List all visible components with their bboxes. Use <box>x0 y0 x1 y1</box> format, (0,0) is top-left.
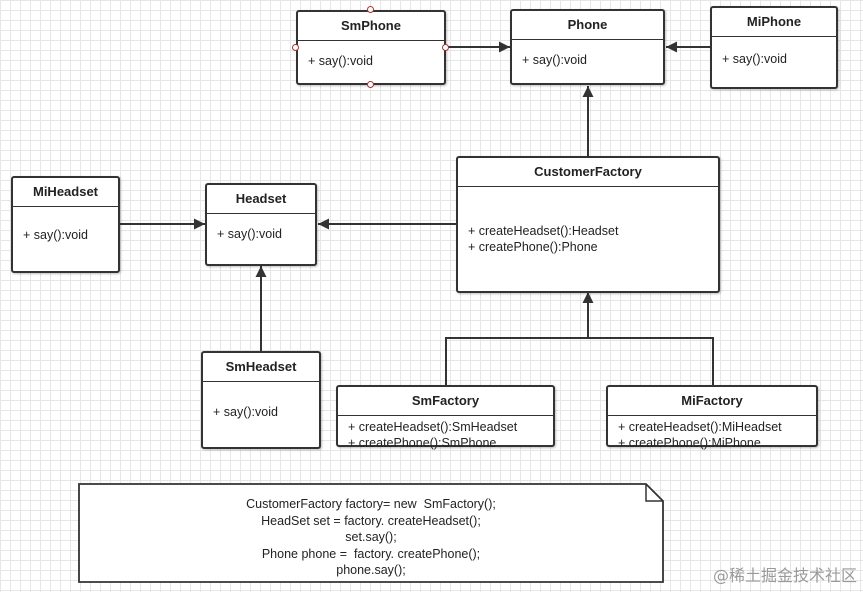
class-smfactory-method: + createPhone():SmPhone <box>348 436 497 450</box>
class-miphone[interactable]: MiPhone + say():void <box>710 6 838 89</box>
class-smheadset[interactable]: SmHeadset + say():void <box>201 351 321 449</box>
class-customerfactory-title: CustomerFactory <box>458 158 718 187</box>
class-headset-method: + say():void <box>217 227 282 241</box>
class-smheadset-title: SmHeadset <box>203 353 319 382</box>
class-smfactory[interactable]: SmFactory + createHeadset():SmHeadset + … <box>336 385 555 450</box>
note-line: Phone phone = factory. createPhone(); <box>261 546 481 561</box>
selection-handle-left[interactable] <box>292 44 299 51</box>
class-customerfactory-method: + createPhone():Phone <box>468 240 598 254</box>
class-customerfactory[interactable]: CustomerFactory + createHeadset():Headse… <box>456 156 720 293</box>
class-phone[interactable]: Phone + say():void <box>510 9 665 85</box>
selection-handle-right[interactable] <box>442 44 449 51</box>
class-smphone-method: + say():void <box>308 54 373 68</box>
class-miheadset-method: + say():void <box>23 228 88 242</box>
note-line: phone.say(); <box>336 563 406 577</box>
class-customerfactory-method: + createHeadset():Headset <box>468 224 619 238</box>
note-line: CustomerFactory factory= new SmFactory()… <box>246 497 496 511</box>
class-miphone-method: + say():void <box>722 52 787 66</box>
note-line: HeadSet set = factory. createHeadset(); <box>261 513 481 528</box>
class-phone-method: + say():void <box>522 53 587 67</box>
note-line: set.say(); <box>345 530 397 544</box>
class-smheadset-method: + say():void <box>213 405 278 419</box>
class-smphone[interactable]: SmPhone + say():void <box>296 10 446 85</box>
class-miheadset[interactable]: MiHeadset + say():void <box>11 176 120 273</box>
class-phone-title: Phone <box>512 11 663 40</box>
class-smfactory-method: + createHeadset():SmHeadset <box>348 420 518 434</box>
class-mifactory[interactable]: MiFactory + createHeadset():MiHeadset + … <box>606 385 818 450</box>
class-mifactory-method: + createPhone():MiPhone <box>618 436 761 450</box>
class-mifactory-title: MiFactory <box>608 387 816 416</box>
selection-handle-bottom[interactable] <box>367 81 374 88</box>
selection-handle-top[interactable] <box>367 6 374 13</box>
note-shape <box>78 483 664 583</box>
class-smfactory-title: SmFactory <box>338 387 553 416</box>
class-miphone-title: MiPhone <box>712 8 836 37</box>
code-note[interactable]: CustomerFactory factory= new SmFactory()… <box>78 483 664 583</box>
class-miheadset-title: MiHeadset <box>13 178 118 207</box>
class-mifactory-method: + createHeadset():MiHeadset <box>618 420 782 434</box>
edge-factories-customerfactory-bus <box>445 337 714 385</box>
class-headset[interactable]: Headset + say():void <box>205 183 317 266</box>
class-headset-title: Headset <box>207 185 315 214</box>
watermark: @稀土掘金技术社区 <box>712 566 857 585</box>
class-smphone-title: SmPhone <box>298 12 444 41</box>
